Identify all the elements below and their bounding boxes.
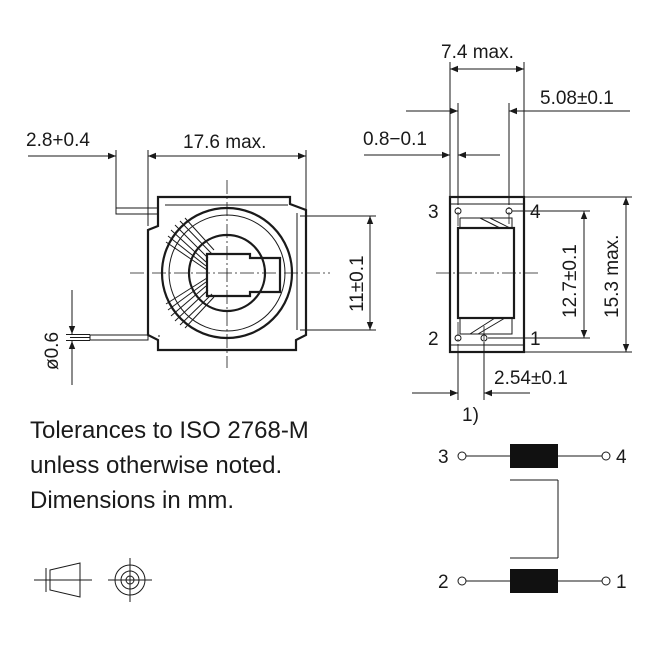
- schematic-label-3: 3: [438, 447, 449, 468]
- first-angle-projection-icon: [34, 562, 92, 598]
- side-pin-label-3: 3: [428, 202, 439, 223]
- front-body-outline: [146, 195, 308, 352]
- core-block: [205, 252, 282, 298]
- schematic-terminal-1: [601, 576, 611, 586]
- note-line-1: Tolerances to ISO 2768-M: [30, 417, 309, 444]
- winding-top: [165, 217, 215, 271]
- front-view: [70, 180, 330, 368]
- schematic-terminal-4: [601, 451, 611, 461]
- side-dimensions: 7.4 max. 5.08±0.1 0.8−0.1 12.7±0.1 15.3 …: [363, 42, 632, 426]
- schematic-terminal-3: [457, 451, 467, 461]
- footnote-ref: 1): [462, 405, 479, 426]
- dim-pin-pitch-depth: 5.08±0.1: [540, 88, 614, 109]
- dim-height-max: 15.3 max.: [602, 235, 623, 318]
- schematic-label-4: 4: [616, 447, 627, 468]
- dim-depth-max: 7.4 max.: [441, 42, 514, 63]
- front-leads: [70, 207, 159, 341]
- side-pin-label-4: 4: [530, 202, 541, 223]
- front-dimensions: 17.6 max. 2.8+0.4 11±0.1 ø0.6: [26, 130, 376, 385]
- side-view: 3 4 2 1: [428, 190, 541, 360]
- dim-pin-spacing: 2.54±0.1: [494, 368, 568, 389]
- schematic: 3 4 2 1: [438, 444, 627, 593]
- concentric-circles-icon: [108, 558, 152, 602]
- note-line-3: Dimensions in mm.: [30, 487, 234, 514]
- dim-height-11: 11±0.1: [347, 255, 368, 312]
- schematic-inductor-top: [510, 444, 558, 468]
- side-pin-label-1: 1: [530, 329, 541, 350]
- side-body-outline: [448, 195, 526, 354]
- side-pin-label-2: 2: [428, 329, 439, 350]
- schematic-label-1: 1: [616, 572, 627, 593]
- dim-body-length: 17.6 max.: [183, 132, 266, 153]
- dim-lead-offset: 2.8+0.4: [26, 130, 90, 151]
- schematic-terminal-2: [457, 576, 467, 586]
- schematic-label-2: 2: [438, 572, 449, 593]
- dim-pin-pitch-vertical: 12.7±0.1: [560, 244, 581, 318]
- winding-bottom: [165, 277, 215, 329]
- dim-wire-diameter: ø0.6: [42, 332, 63, 370]
- tolerance-notes: Tolerances to ISO 2768-M unless otherwis…: [30, 417, 309, 514]
- note-line-2: unless otherwise noted.: [30, 452, 282, 479]
- schematic-inductor-bottom: [510, 569, 558, 593]
- dim-lead-protrusion: 0.8−0.1: [363, 129, 427, 150]
